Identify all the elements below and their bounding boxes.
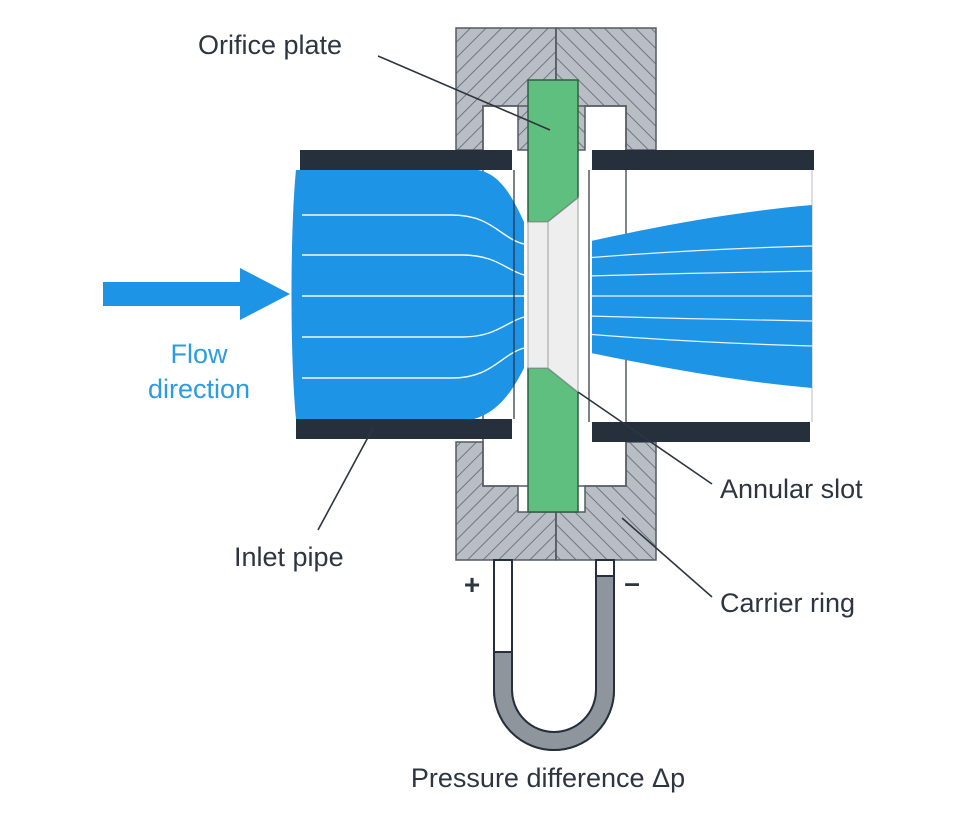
leader-orifice-plate (377, 55, 551, 131)
minus-sign: – (624, 567, 640, 598)
manometer-fluid (493, 575, 615, 751)
orifice-plate (527, 79, 579, 513)
orifice-bore (527, 196, 579, 394)
u-tube-manometer (493, 559, 615, 751)
plus-sign: + (464, 569, 480, 600)
leader-carrier-ring (621, 517, 713, 598)
flow-direction-label-line2: direction (148, 374, 250, 404)
orifice-plate-label: Orifice plate (198, 30, 342, 60)
inlet-pipe-label: Inlet pipe (234, 542, 344, 572)
leader-annular-slot (577, 391, 713, 485)
leader-inlet-pipe (317, 427, 374, 531)
flow-direction-label-line1: Flow (170, 339, 228, 369)
carrier-ring-label: Carrier ring (720, 588, 855, 618)
upstream-fluid (291, 170, 525, 419)
inlet-pipe (296, 150, 512, 439)
annular-slot-label: Annular slot (720, 474, 863, 504)
outlet-pipe (592, 150, 814, 442)
annular-slot (513, 170, 590, 422)
flow-direction-arrow (103, 268, 290, 320)
downstream-fluid (592, 205, 812, 388)
pressure-difference-label: Pressure difference Δp (411, 763, 685, 793)
